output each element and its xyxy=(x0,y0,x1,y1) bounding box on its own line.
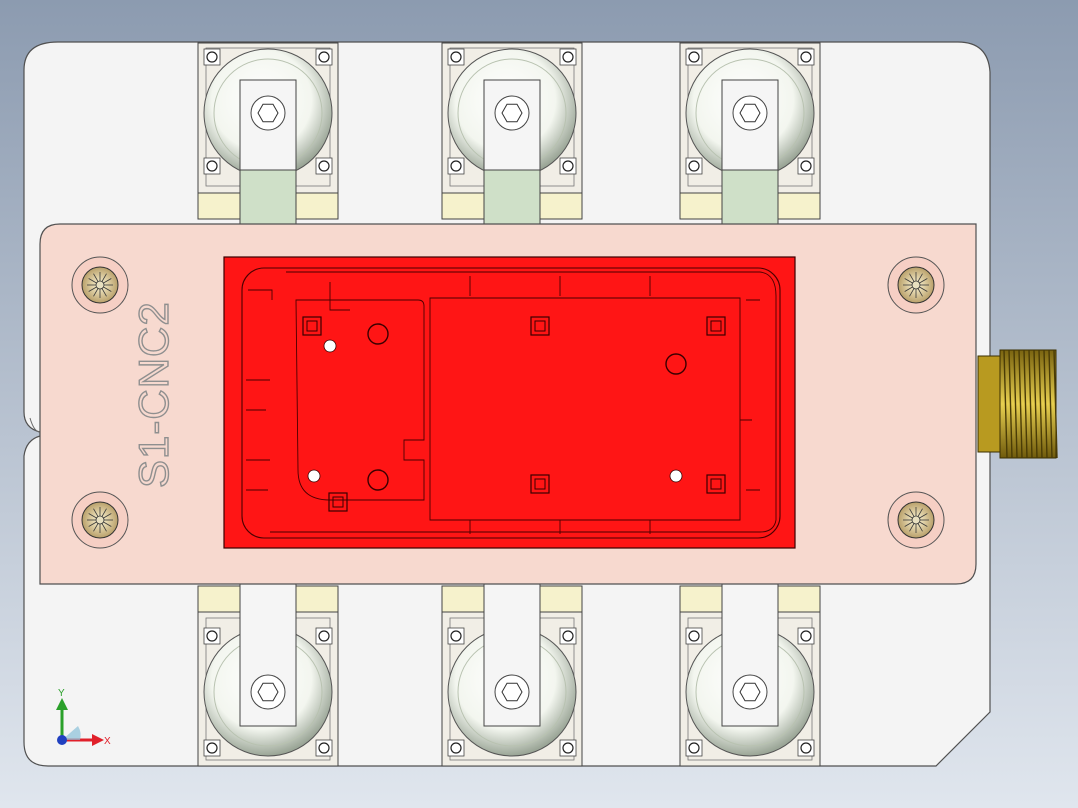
clamp-station-top xyxy=(441,42,583,259)
clamp-stations xyxy=(197,42,821,767)
screw-icon xyxy=(206,51,218,63)
square-pad xyxy=(530,316,550,336)
screw-icon xyxy=(562,51,574,63)
square-pad xyxy=(530,474,550,494)
screw-icon xyxy=(318,630,330,642)
screw-icon xyxy=(206,630,218,642)
cavity-through-hole xyxy=(669,469,683,483)
screw-icon xyxy=(562,742,574,754)
cavity-through-hole xyxy=(323,339,337,353)
screw-icon xyxy=(206,160,218,172)
cavity-hole xyxy=(367,323,389,345)
screw-icon xyxy=(318,160,330,172)
coordinate-triad-icon: Y X xyxy=(56,688,111,747)
screw-icon xyxy=(800,742,812,754)
screw-icon xyxy=(688,630,700,642)
locator-pin-icon xyxy=(887,491,945,549)
locator-pin-icon xyxy=(887,256,945,314)
square-pad xyxy=(706,316,726,336)
y-axis-label: Y xyxy=(58,688,65,699)
base-plate-edge xyxy=(29,417,41,433)
screw-icon xyxy=(562,630,574,642)
locator-pin-icon xyxy=(71,256,129,314)
locator-pin-icon xyxy=(71,491,129,549)
screw-icon xyxy=(318,51,330,63)
screw-icon xyxy=(450,742,462,754)
cavity-through-hole xyxy=(307,469,321,483)
screw-icon xyxy=(800,160,812,172)
screw-icon xyxy=(800,630,812,642)
cavity-details xyxy=(302,316,726,512)
x-axis-label: X xyxy=(104,736,111,747)
square-pad xyxy=(706,474,726,494)
screw-icon xyxy=(206,742,218,754)
screw-icon xyxy=(688,160,700,172)
screw-icon xyxy=(800,51,812,63)
screw-icon xyxy=(688,742,700,754)
clamp-station-bottom xyxy=(679,547,821,767)
screw-icon xyxy=(318,742,330,754)
fitting-threads xyxy=(1003,349,1058,459)
screw-icon xyxy=(562,160,574,172)
locator-pins xyxy=(71,256,945,549)
engraved-label: S1-CNC2 xyxy=(130,301,177,488)
square-pad xyxy=(302,316,322,336)
part-cavity xyxy=(223,256,796,549)
cavity-hole xyxy=(665,353,687,375)
threaded-fitting xyxy=(977,349,1058,459)
clamp-station-top xyxy=(679,42,821,259)
screw-icon xyxy=(450,51,462,63)
square-pad xyxy=(328,492,348,512)
clamp-station-top xyxy=(197,42,339,259)
cavity-hole xyxy=(367,469,389,491)
clamp-station-bottom xyxy=(441,547,583,767)
screw-icon xyxy=(450,630,462,642)
screw-icon xyxy=(450,160,462,172)
screw-icon xyxy=(688,51,700,63)
